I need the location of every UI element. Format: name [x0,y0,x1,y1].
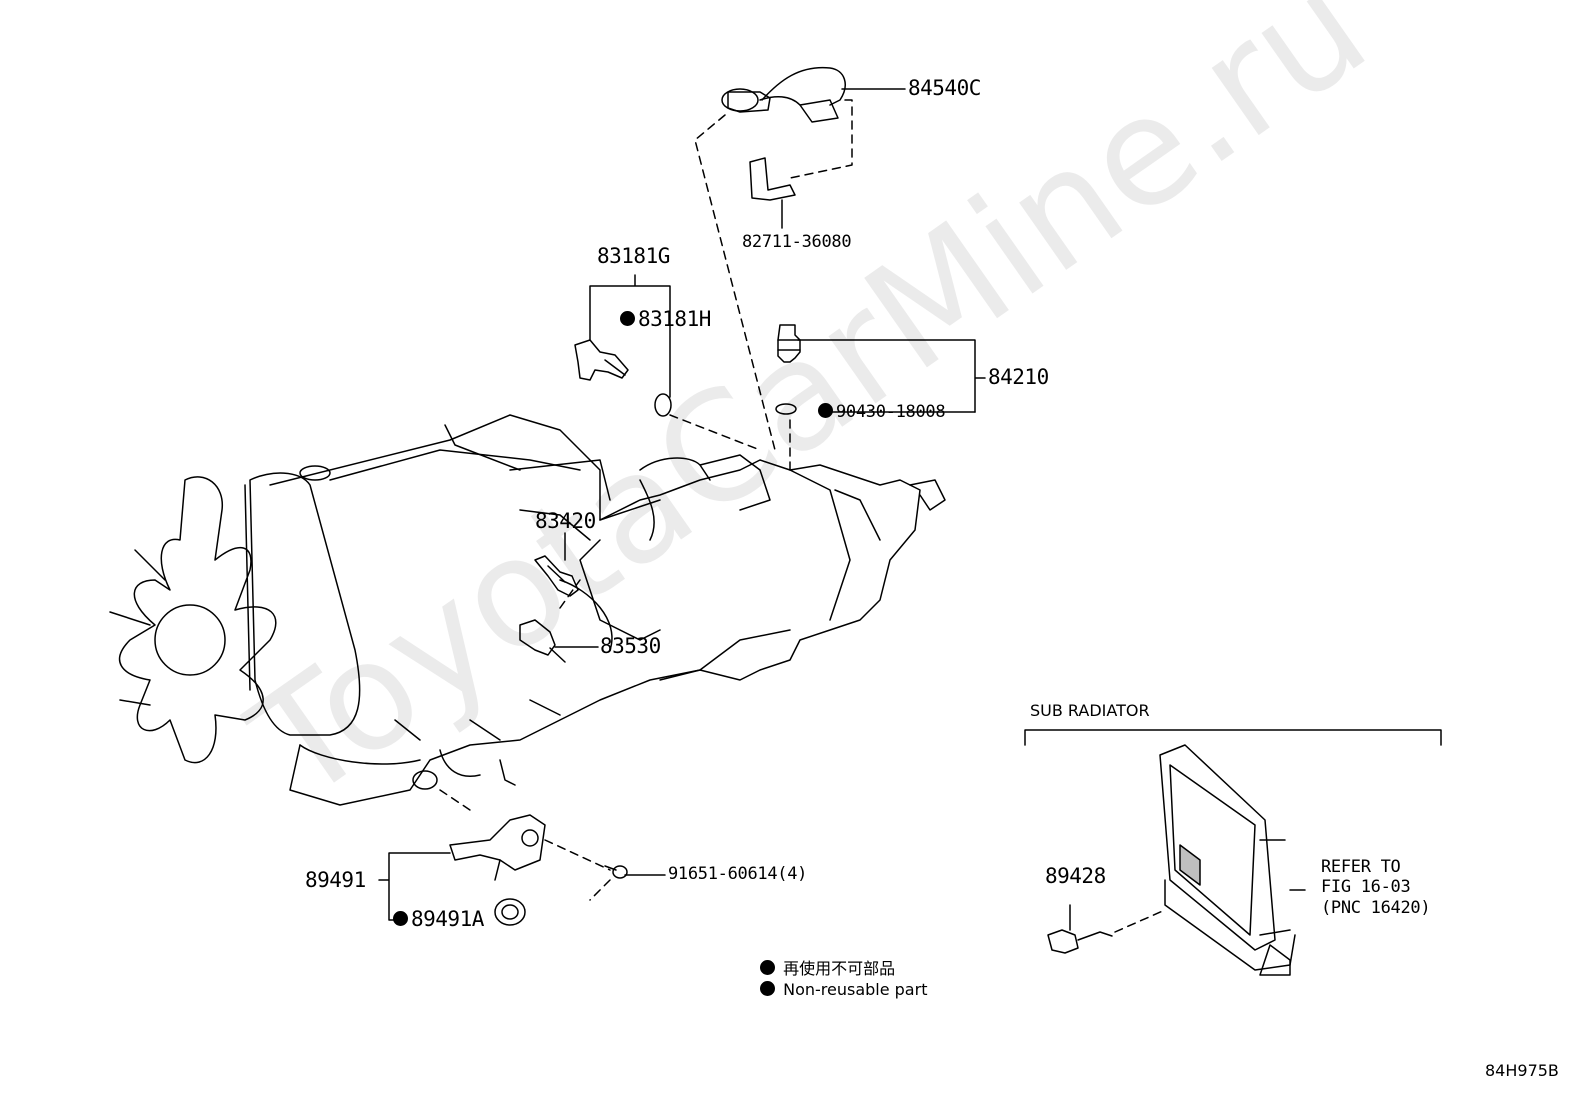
label-83181G[interactable]: 83181G [597,244,670,268]
label-90430-18008[interactable]: 90430-18008 [818,402,946,422]
non-reusable-dot [393,910,408,926]
label-82711-36080[interactable]: 82711-36080 [742,232,852,252]
label-83530[interactable]: 83530 [600,634,661,658]
legend-dot [760,981,775,996]
label-84540C[interactable]: 84540C [908,76,981,100]
label-89491A[interactable]: 89491A [393,907,484,931]
label-83181H[interactable]: 83181H [620,307,711,331]
part-83181G-drawing [574,339,629,381]
label-89428[interactable]: 89428 [1045,864,1106,888]
part-83181H-o-ring [654,393,672,417]
non-reusable-dot [620,310,635,326]
refer-line-1: REFER TO [1321,857,1401,877]
legend-japanese: 再使用不可部品 [760,955,895,979]
part-89428-drawing [1047,929,1113,954]
part-90430-gasket [775,403,797,415]
engine-illustration [109,414,946,806]
sub-radiator-title: SUB RADIATOR [1030,701,1150,720]
label-83420[interactable]: 83420 [535,509,596,533]
refer-line-3: (PNC 16420) [1321,898,1431,918]
part-83420-drawing [534,555,579,597]
label-89491[interactable]: 89491 [305,868,366,892]
legend-dot [760,960,775,975]
figure-code: 84H975B [1485,1061,1559,1080]
part-82711-drawing [749,157,796,201]
sub-radiator-bracket [1024,729,1442,746]
part-89491A-seal [494,898,526,926]
label-91651-60614[interactable]: 91651-60614(4) [668,864,808,884]
label-84210[interactable]: 84210 [988,365,1049,389]
dashed-lines [439,99,1166,933]
part-84540C-drawing [721,66,846,123]
legend-english: Non-reusable part [760,980,927,999]
part-84210-drawing [777,324,801,363]
non-reusable-dot [818,402,833,418]
part-89491-drawing [449,814,546,881]
part-83530-drawing [519,619,566,663]
leader-lines [378,88,1306,931]
part-91651-bolt [604,865,628,879]
refer-line-2: FIG 16-03 [1321,877,1411,897]
sub-radiator-drawing [1159,744,1296,976]
